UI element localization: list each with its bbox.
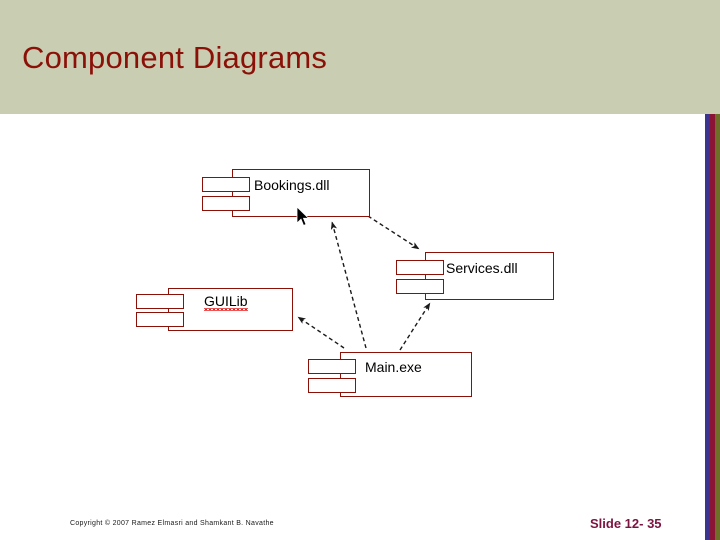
dependency-main-to-bookings <box>330 221 367 349</box>
component-label: GUILib <box>204 293 248 309</box>
component-tab-upper <box>136 294 184 309</box>
mouse-pointer-arrow-icon <box>296 206 310 227</box>
dependency-bookings-to-services <box>367 215 420 250</box>
dependency-main-to-guilib <box>297 316 345 349</box>
component-services-dll[interactable]: Services.dll <box>396 252 556 302</box>
edge-stripe-red <box>710 114 715 540</box>
edge-stripe-olive <box>715 114 720 540</box>
component-tab-lower <box>202 196 250 211</box>
dependency-main-to-services <box>399 302 431 351</box>
slide-header-band <box>0 0 720 114</box>
dependency-arrow-layer <box>297 215 431 351</box>
footer-copyright: Copyright © 2007 Ramez Elmasri and Shamk… <box>70 520 274 527</box>
component-tab-lower <box>136 312 184 327</box>
edge-stripe-blue <box>705 114 710 540</box>
component-label: Bookings.dll <box>254 177 330 193</box>
page-title: Component Diagrams <box>22 40 328 75</box>
component-tab-lower <box>308 378 356 393</box>
component-body <box>340 352 472 397</box>
component-label: Main.exe <box>365 359 422 375</box>
component-diagram-canvas: Bookings.dll Services.dll GUILib Main.ex… <box>0 114 705 494</box>
component-tab-upper <box>308 359 356 374</box>
component-main-exe[interactable]: Main.exe <box>308 352 473 402</box>
component-tab-upper <box>202 177 250 192</box>
component-body <box>425 252 554 300</box>
component-label: Services.dll <box>446 260 518 276</box>
footer-slide-number: Slide 12- 35 <box>590 516 662 531</box>
component-tab-lower <box>396 279 444 294</box>
component-tab-upper <box>396 260 444 275</box>
edge-stripe-group <box>705 114 720 540</box>
component-bookings-dll[interactable]: Bookings.dll <box>202 169 370 219</box>
component-guilib[interactable]: GUILib <box>136 288 294 336</box>
